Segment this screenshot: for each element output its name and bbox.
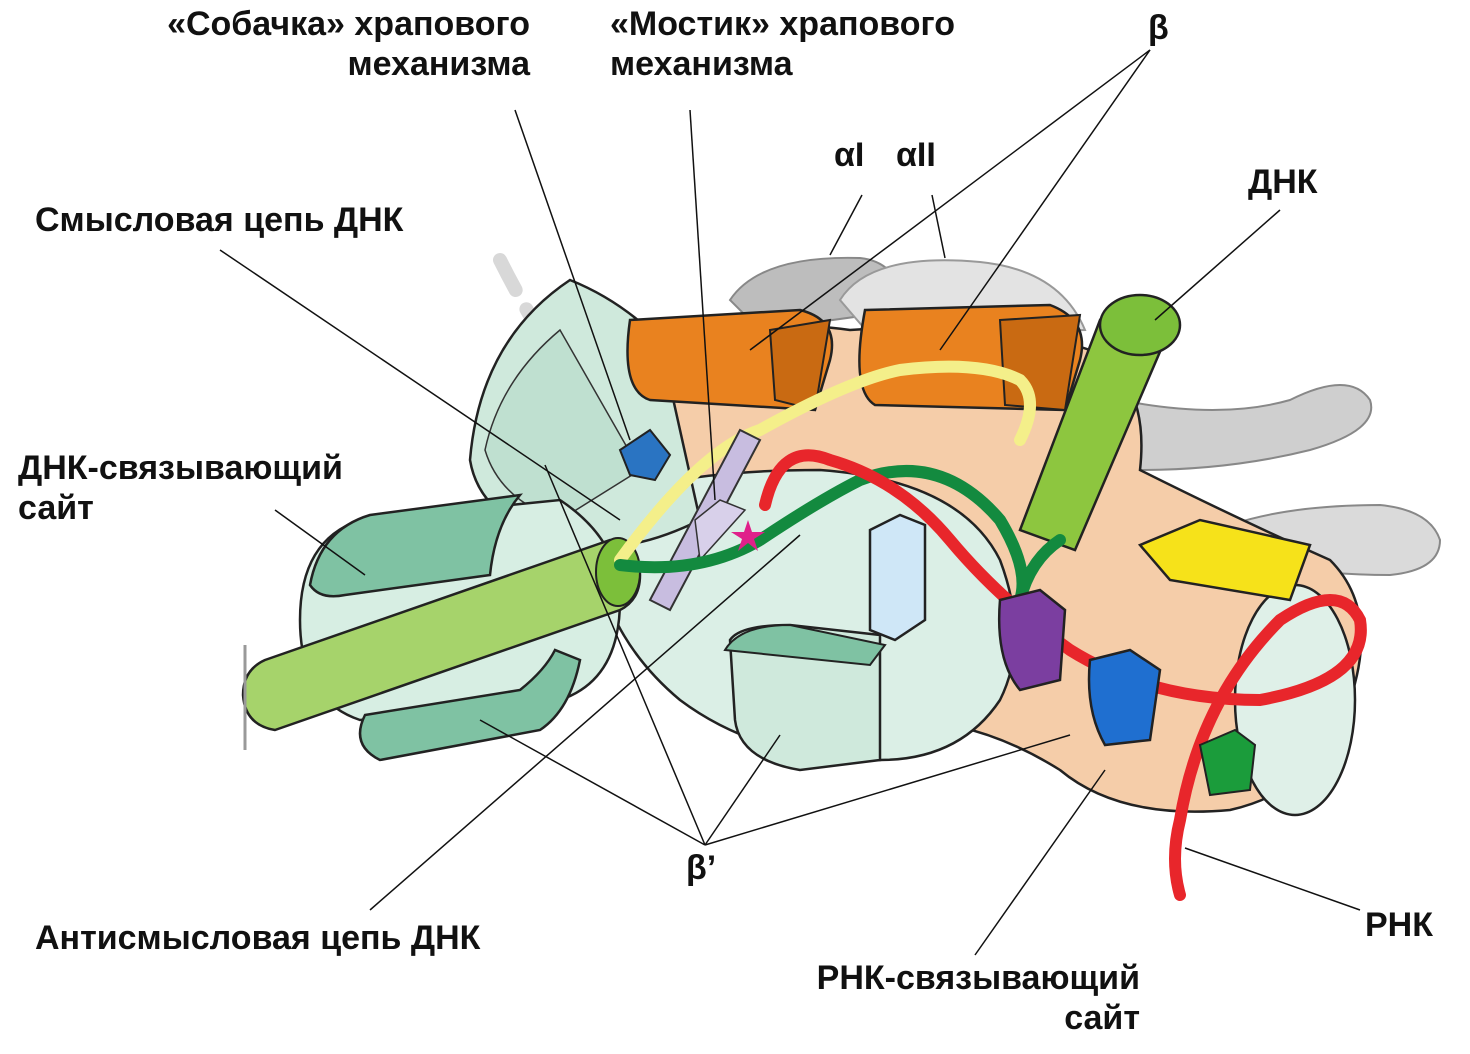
label-alpha-two: αII	[896, 135, 936, 175]
label-rna: РНК	[1365, 905, 1433, 945]
leader-dna	[1155, 210, 1280, 320]
label-beta-prime: β’	[686, 848, 716, 888]
grey-fin-upper	[1120, 385, 1371, 470]
leader-rna-binding	[975, 770, 1105, 955]
leader-beta-prime-3	[705, 735, 780, 845]
label-rna-binding-site: РНК-связывающий сайт	[700, 958, 1140, 1038]
switch-region-plate	[870, 515, 925, 640]
rna-binding-blue-clamp	[1089, 650, 1160, 745]
label-antisense-strand: Антисмысловая цепь ДНК	[35, 918, 480, 958]
leader-alpha-one	[830, 195, 862, 255]
beta-pincer-right-face	[1000, 315, 1080, 410]
leader-rna	[1185, 848, 1360, 910]
upstream-dna-end	[1100, 295, 1180, 355]
label-dna-binding-site: ДНК-связывающий сайт	[18, 448, 343, 528]
label-dna: ДНК	[1248, 162, 1318, 202]
label-alpha-one: αI	[834, 135, 864, 175]
label-beta: β	[1148, 8, 1169, 48]
label-sense-strand: Смысловая цепь ДНК	[35, 200, 403, 240]
label-ratchet-bridge: «Мостик» храпового механизма	[610, 4, 955, 84]
leader-beta-prime-2	[480, 720, 705, 845]
label-ratchet-pawl: «Собачка» храпового механизма	[80, 4, 530, 84]
purple-clamp	[999, 590, 1065, 690]
